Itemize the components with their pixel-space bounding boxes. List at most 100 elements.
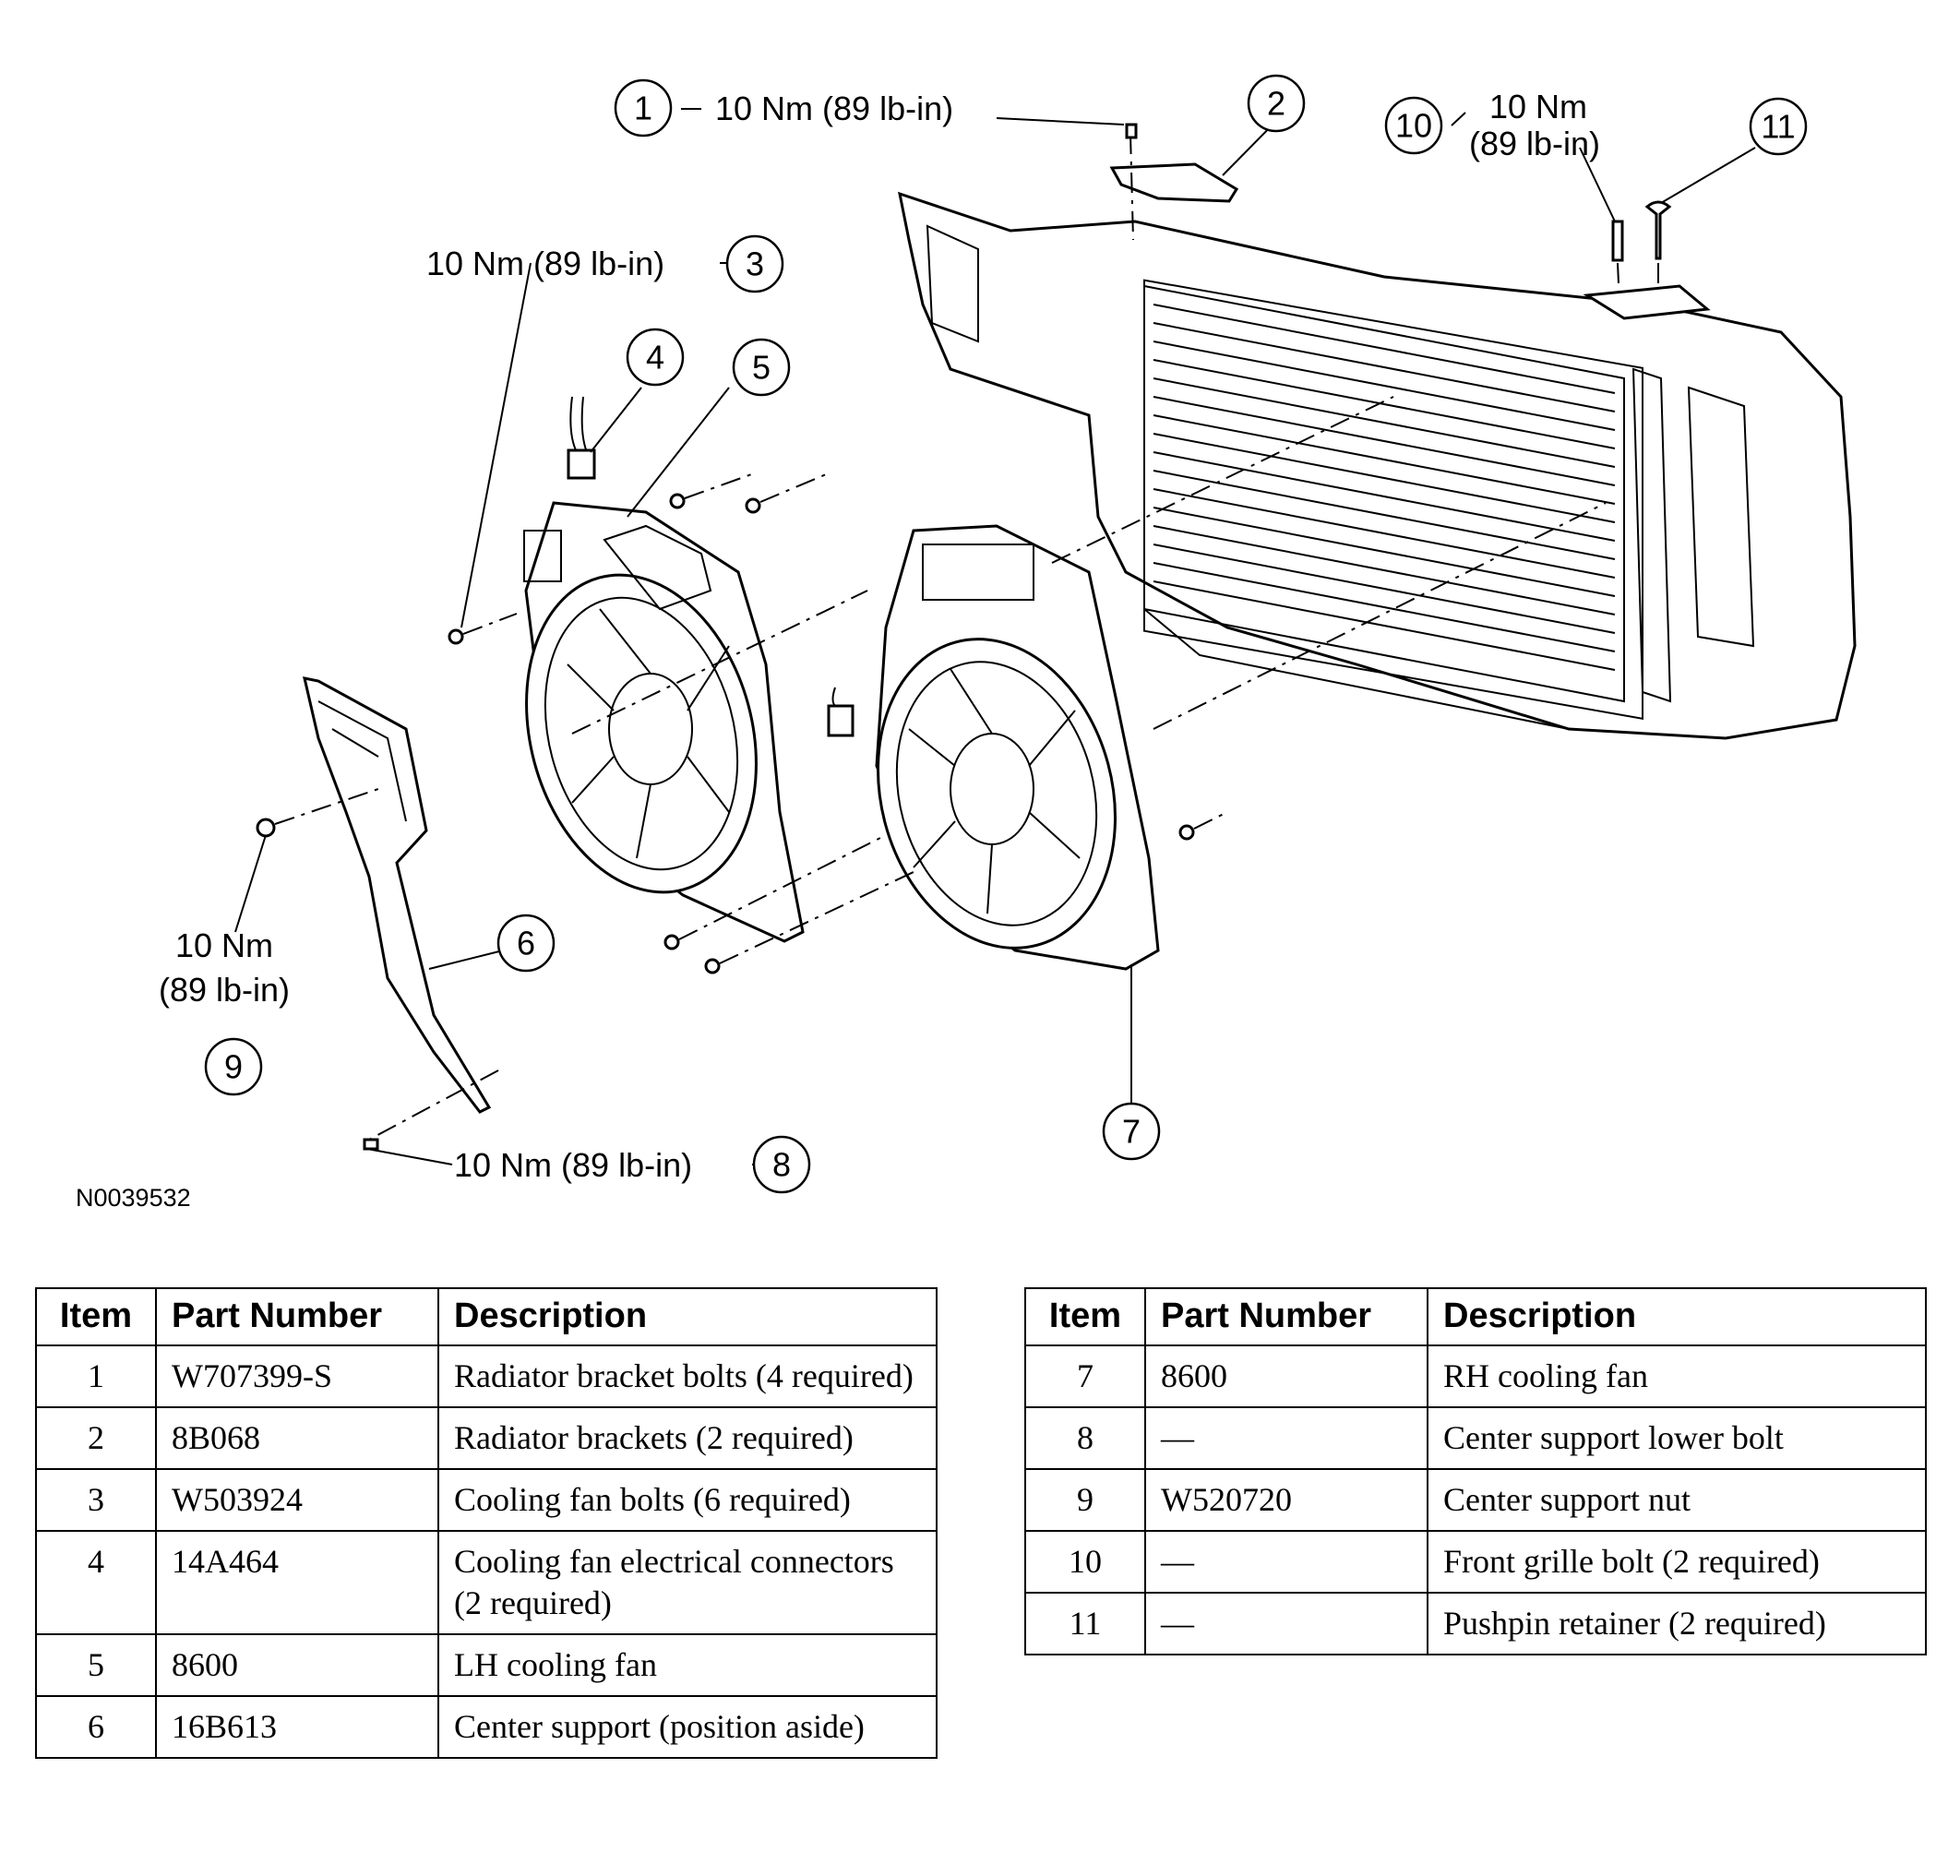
radiator-support-assembly [898, 191, 1857, 740]
svg-text:3: 3 [746, 245, 764, 283]
center-support-lower-bolt [363, 1138, 379, 1151]
cell-item: 9 [1024, 1468, 1146, 1532]
svg-text:7: 7 [1122, 1113, 1141, 1151]
callout-10-torque-line1: 10 Nm [1489, 88, 1587, 125]
cell-part-number: 8B068 [155, 1406, 439, 1470]
cell-description: Cooling fan bolts (6 required) [437, 1468, 938, 1532]
lh-cooling-fan [523, 501, 805, 943]
cell-item: 1 [35, 1344, 157, 1408]
cell-description: Front grille bolt (2 required) [1427, 1530, 1927, 1594]
cell-part-number: 16B613 [155, 1695, 439, 1759]
cell-item: 6 [35, 1695, 157, 1759]
lh-fan-connector [567, 396, 596, 480]
cell-part-number: — [1144, 1592, 1428, 1655]
callout-10: 10 10 Nm (89 lb-in) [1384, 88, 1600, 162]
cell-part-number: 8600 [155, 1633, 439, 1697]
table-header-row: Item Part Number Description [1024, 1287, 1927, 1346]
cell-description: Center support nut [1427, 1468, 1927, 1532]
callout-9: 9 10 Nm (89 lb-in) [159, 926, 290, 1096]
cell-item: 10 [1024, 1530, 1146, 1594]
rh-fan-connector [827, 687, 855, 737]
cell-part-number: 8600 [1144, 1344, 1428, 1408]
callout-6: 6 [496, 914, 556, 973]
cell-item: 11 [1024, 1592, 1146, 1655]
cooling-fan-bolt-4 [663, 834, 887, 950]
cell-item: 5 [35, 1633, 157, 1697]
cell-description: Radiator brackets (2 required) [437, 1406, 938, 1470]
svg-text:4: 4 [646, 339, 664, 376]
cell-description: LH cooling fan [437, 1633, 938, 1697]
radiator-bracket-bolt [1125, 123, 1138, 139]
table-row: 11—Pushpin retainer (2 required) [1024, 1592, 1927, 1655]
center-support [303, 676, 499, 1141]
cell-item: 7 [1024, 1344, 1146, 1408]
callout-8-torque: 10 Nm (89 lb-in) [454, 1146, 692, 1184]
header-item: Item [1024, 1287, 1146, 1346]
cell-item: 4 [35, 1530, 157, 1635]
table-row: 8—Center support lower bolt [1024, 1406, 1927, 1470]
cell-part-number: W520720 [1144, 1468, 1428, 1532]
header-description: Description [1427, 1287, 1927, 1346]
cell-part-number: W707399-S [155, 1344, 439, 1408]
cell-description: Pushpin retainer (2 required) [1427, 1592, 1927, 1655]
header-description: Description [437, 1287, 938, 1346]
callout-3-torque: 10 Nm (89 lb-in) [426, 245, 664, 282]
callout-5: 5 [732, 338, 791, 397]
table-header-row: Item Part Number Description [35, 1287, 938, 1346]
cell-part-number: — [1144, 1406, 1428, 1470]
pushpin-retainer [1583, 200, 1711, 320]
callout-9-torque-line1: 10 Nm [175, 926, 273, 964]
table-row: 10—Front grille bolt (2 required) [1024, 1530, 1927, 1594]
callout-9-torque-line2: (89 lb-in) [159, 971, 290, 1009]
cooling-fan-bolt-5 [704, 871, 914, 974]
svg-text:1: 1 [634, 90, 652, 127]
cell-item: 3 [35, 1468, 157, 1532]
cooling-fan-bolt-1 [448, 613, 518, 645]
cell-description: Radiator bracket bolts (4 required) [437, 1344, 938, 1408]
cell-item: 2 [35, 1406, 157, 1470]
callout-1-torque: 10 Nm (89 lb-in) [715, 90, 953, 127]
center-support-nut [256, 788, 379, 838]
svg-text:9: 9 [224, 1048, 243, 1086]
figure-id: N0039532 [76, 1184, 191, 1212]
exploded-view-diagram: 1 10 Nm (89 lb-in) 2 3 10 Nm (89 lb-in) … [76, 74, 1857, 1212]
callout-10-torque-line2: (89 lb-in) [1469, 125, 1600, 162]
callout-7: 7 [1102, 1102, 1161, 1161]
cell-description: Center support lower bolt [1427, 1406, 1927, 1470]
header-part-number: Part Number [155, 1287, 439, 1346]
cooling-fan-bolt-6 [1178, 811, 1228, 841]
svg-text:11: 11 [1761, 108, 1795, 146]
callout-2: 2 [1247, 74, 1306, 133]
callout-4: 4 [626, 328, 685, 387]
leader-lines [234, 108, 1756, 1165]
radiator-bracket [1109, 133, 1239, 241]
svg-text:8: 8 [772, 1146, 791, 1184]
front-grille-bolt [1611, 220, 1624, 305]
svg-text:2: 2 [1267, 85, 1285, 123]
callout-3: 3 10 Nm (89 lb-in) [426, 234, 784, 293]
callout-8: 8 10 Nm (89 lb-in) [454, 1135, 811, 1194]
fasteners [256, 123, 1607, 1151]
cooling-fan-bolt-2 [669, 472, 758, 509]
cell-description: Cooling fan electrical connectors (2 req… [437, 1530, 938, 1635]
cell-part-number: 14A464 [155, 1530, 439, 1635]
header-part-number: Part Number [1144, 1287, 1428, 1346]
callout-1: 1 10 Nm (89 lb-in) [614, 78, 953, 137]
rh-cooling-fan [875, 524, 1160, 971]
svg-text:10: 10 [1395, 107, 1432, 145]
svg-text:6: 6 [517, 925, 535, 962]
svg-text:5: 5 [752, 349, 771, 387]
cell-item: 8 [1024, 1406, 1146, 1470]
cell-part-number: — [1144, 1530, 1428, 1594]
cell-description: Center support (position aside) [437, 1695, 938, 1759]
